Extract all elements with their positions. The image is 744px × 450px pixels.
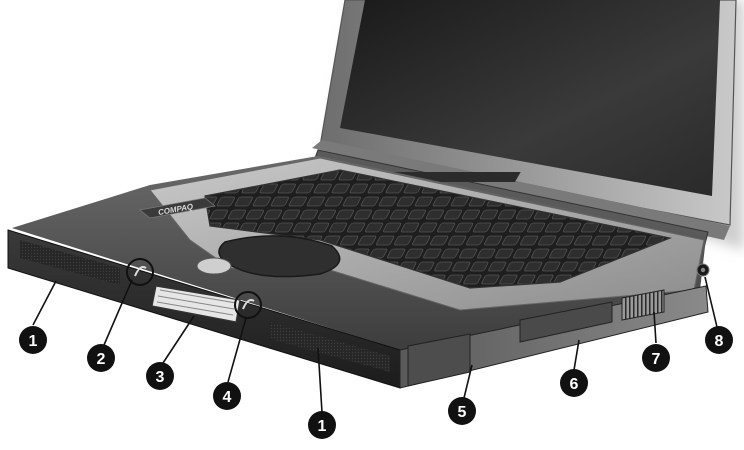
svg-text:2: 2: [97, 351, 106, 368]
svg-text:1: 1: [29, 333, 38, 350]
callout-1-right: 1: [308, 411, 336, 439]
svg-text:6: 6: [570, 376, 579, 393]
callout-1-left: 1: [19, 326, 47, 354]
svg-text:8: 8: [715, 333, 724, 350]
callout-5: 5: [448, 397, 476, 425]
callout-3: 3: [146, 362, 174, 390]
callout-7: 7: [642, 344, 670, 372]
callout-6: 6: [560, 369, 588, 397]
pointing-stick-button: [197, 258, 231, 274]
callout-4: 4: [213, 382, 241, 410]
svg-text:5: 5: [458, 404, 467, 421]
callout-2: 2: [87, 344, 115, 372]
svg-text:1: 1: [318, 418, 327, 435]
svg-text:3: 3: [156, 369, 165, 386]
callout-8: 8: [705, 326, 733, 354]
svg-text:7: 7: [652, 351, 661, 368]
svg-text:4: 4: [223, 389, 232, 406]
